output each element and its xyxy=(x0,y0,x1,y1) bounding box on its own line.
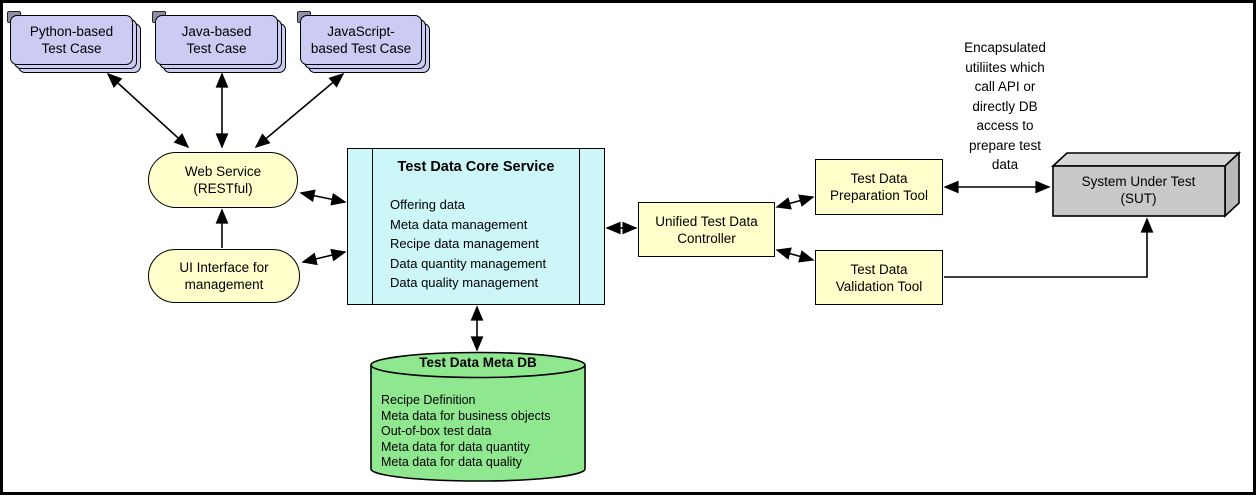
node-label-line: Unified Test Data xyxy=(655,213,758,229)
note-line: call API or xyxy=(974,79,1036,94)
node-label-line: Test Data xyxy=(850,261,908,277)
unified-test-data-controller-box: Unified Test Data Controller xyxy=(638,202,775,257)
note-line: Encapsulated xyxy=(964,40,1046,55)
node-label-line: Web Service xyxy=(184,164,262,179)
node-label-line: (SUT) xyxy=(1120,191,1157,206)
java-test-case-box: Java-based Test Case xyxy=(155,15,278,65)
sut-label: System Under Test (SUT) xyxy=(1053,165,1224,215)
list-item: Meta data for data quantity xyxy=(381,439,530,454)
node-label-line: (RESTful) xyxy=(193,181,253,196)
list-item: Data quality management xyxy=(390,275,539,290)
javascript-test-case-node: JavaScript- based Test Case xyxy=(297,11,430,73)
note-line: directly DB xyxy=(972,98,1038,114)
core-side-bar xyxy=(372,149,374,304)
list-item: Meta data for business objects xyxy=(381,408,551,423)
node-label-line: Test Data xyxy=(850,171,908,186)
python-test-case-box: Python-based Test Case xyxy=(10,15,133,65)
system-under-test-box: System Under Test (SUT) xyxy=(1050,151,1242,219)
list-item: Data quantity management xyxy=(390,255,547,271)
sut-3d-shape xyxy=(1050,151,1242,218)
db-cylinder-shape xyxy=(370,351,586,482)
java-test-case-node: Java-based Test Case xyxy=(152,11,286,73)
node-label-line: Python-based xyxy=(29,24,114,39)
note-line: utiliites which xyxy=(965,59,1045,75)
list-item: Recipe data management xyxy=(390,236,539,251)
test-data-preparation-tool-box: Test Data Preparation Tool xyxy=(815,159,943,215)
node-label-line: Test Case xyxy=(186,41,247,56)
note-line: access to xyxy=(976,118,1034,133)
python-test-case-node: Python-based Test Case xyxy=(7,11,141,73)
node-label-line: based Test Case xyxy=(310,41,412,56)
encapsulated-utilities-note: Encapsulated utiliites which call API or… xyxy=(935,38,1075,175)
web-service-box: Web Service (RESTful) xyxy=(148,152,298,208)
node-label-line: Java-based xyxy=(181,24,252,39)
ui-interface-box: UI Interface for management xyxy=(148,249,300,303)
node-label-line: UI Interface for xyxy=(179,260,269,275)
test-data-meta-db-cylinder: Test Data Meta DB Recipe Definition Meta… xyxy=(369,350,587,486)
node-label-line: Controller xyxy=(677,230,736,246)
note-line: data xyxy=(991,157,1019,172)
node-label-line: Preparation Tool xyxy=(829,188,929,203)
node-label-line: JavaScript- xyxy=(327,24,395,39)
test-data-validation-tool-box: Test Data Validation Tool xyxy=(815,250,943,305)
meta-db-title: Test Data Meta DB xyxy=(419,355,537,370)
list-item: Meta data for data quality xyxy=(381,455,523,469)
list-item: Meta data management xyxy=(390,216,528,232)
core-side-bar xyxy=(578,149,580,304)
node-label-line: management xyxy=(184,277,264,292)
list-item: Offering data xyxy=(390,197,465,212)
list-item: Out-of-box test data xyxy=(381,424,492,438)
meta-db-list: Recipe Definition Meta data for business… xyxy=(381,393,551,471)
note-line: prepare test xyxy=(968,137,1042,153)
core-service-title: Test Data Core Service xyxy=(397,159,555,175)
test-data-core-service-box: Test Data Core Service Offering data Met… xyxy=(347,148,605,305)
list-item: Recipe Definition xyxy=(381,393,476,407)
core-service-list: Offering data Meta data management Recip… xyxy=(390,195,546,293)
node-label-line: Validation Tool xyxy=(835,278,923,294)
node-label-line: Test Case xyxy=(41,41,102,56)
node-label-line: System Under Test xyxy=(1081,174,1196,189)
javascript-test-case-box: JavaScript- based Test Case xyxy=(300,15,422,65)
